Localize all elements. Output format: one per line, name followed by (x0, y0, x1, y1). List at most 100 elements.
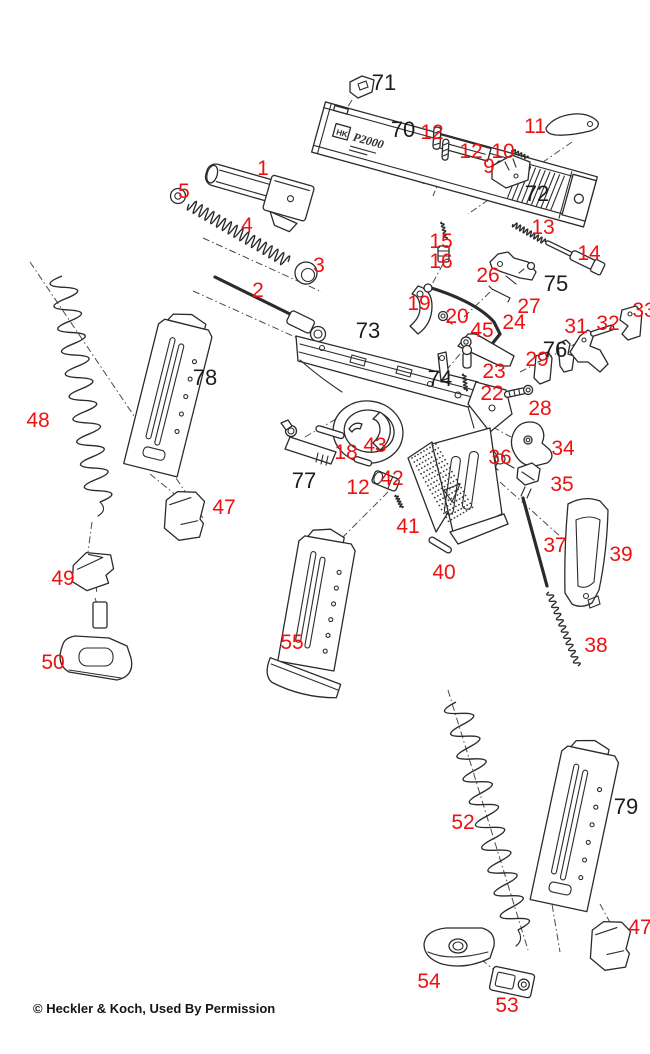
part-5-washer (169, 187, 187, 205)
part-label-18-41: 18 (334, 441, 357, 464)
part-label-5-13: 5 (178, 180, 190, 203)
part-29-block (533, 351, 553, 385)
part-19-trigger (409, 285, 433, 335)
part-72-rear-sight (491, 154, 531, 189)
part-label-76-30: 76 (543, 337, 567, 362)
part-label-9-6: 9 (483, 155, 495, 178)
part-label-33-29: 33 (632, 299, 650, 322)
part-74-lever (437, 351, 450, 382)
part-label-23-24: 23 (482, 360, 505, 383)
part-33-plate (619, 305, 643, 341)
part-79-magazine-body (529, 739, 620, 913)
part-47-follower-upper (163, 491, 206, 541)
part-label-19-21: 19 (407, 292, 430, 315)
part-34-hammer (510, 421, 553, 467)
part-12-pin-c (353, 456, 373, 467)
copyright-text: © Heckler & Koch, Used By Permission (33, 1001, 276, 1016)
part-label-3-15: 3 (313, 254, 325, 277)
part-label-52-53: 52 (451, 811, 474, 834)
part-label-24-20: 24 (502, 311, 526, 334)
part-1-barrel (204, 163, 315, 233)
part-label-71-0: 71 (372, 70, 396, 95)
part-23-plunger (461, 344, 473, 369)
part-71-front-sight (349, 75, 375, 99)
part-78-magazine-body (123, 313, 213, 478)
slide-logo-marking: HK (335, 128, 349, 140)
part-label-4-14: 4 (241, 214, 253, 237)
part-label-53-57: 53 (495, 994, 518, 1017)
part-54-floorplate (423, 927, 495, 967)
part-label-50-51: 50 (41, 651, 64, 674)
part-label-10-5: 10 (491, 140, 514, 163)
part-label-72-7: 72 (525, 181, 549, 206)
part-14-firing-pin (545, 240, 606, 276)
part-label-41-45: 41 (396, 515, 419, 538)
part-label-31-27: 31 (564, 315, 587, 338)
part-label-26-17: 26 (476, 264, 499, 287)
part-41-spring (394, 494, 404, 509)
part-label-13-8: 13 (531, 216, 554, 239)
part-label-74-33: 74 (428, 366, 452, 391)
part-18-pin (315, 425, 345, 440)
part-55-magazine-complete (266, 528, 356, 699)
part-13-firing-pin-spring (511, 222, 547, 244)
part-label-45-23: 45 (470, 319, 493, 342)
part-12-pin-a (432, 126, 442, 150)
part-label-79-54: 79 (614, 794, 638, 819)
frame-trigger-blade (372, 411, 391, 451)
part-label-12-3: 12 (459, 140, 482, 163)
part-43-clip (348, 422, 363, 433)
part-38-hammer-spring (546, 591, 581, 667)
part-11-extractor (545, 113, 599, 136)
part-16-detent (437, 245, 450, 263)
part-37-hammer-strut (520, 486, 549, 588)
part-label-42-44: 42 (380, 467, 403, 490)
part-27-spring-wire (488, 285, 511, 303)
part-label-36-35: 36 (488, 446, 511, 469)
part-label-55-52: 55 (280, 631, 303, 654)
part-3-bushing (294, 261, 318, 285)
part-label-11-4: 11 (524, 115, 546, 138)
part-label-16-11: 16 (429, 250, 452, 273)
part-label-39-38: 39 (609, 543, 632, 566)
part-2-guide-rod (213, 275, 327, 343)
part-label-12-43: 12 (346, 476, 369, 499)
part-label-77-40: 77 (292, 468, 316, 493)
part-label-54-56: 54 (417, 970, 441, 993)
part-75-screw (518, 261, 536, 274)
part-label-35-36: 35 (550, 473, 573, 496)
part-label-48-47: 48 (26, 409, 49, 432)
part-24-trigger-bar (423, 283, 502, 354)
part-32-pin (590, 324, 615, 337)
part-4-recoil-spring (186, 200, 291, 266)
part-53-locking-plate (488, 965, 536, 999)
part-label-73-32: 73 (356, 318, 380, 343)
part-label-32-28: 32 (596, 312, 619, 335)
part-label-70-1: 70 (391, 117, 415, 142)
part-label-47-49: 47 (212, 496, 235, 519)
part-label-29-26: 29 (525, 348, 548, 371)
part-label-28-31: 28 (528, 397, 551, 420)
part-label-22-25: 22 (480, 382, 503, 405)
part-label-27-19: 27 (517, 295, 540, 318)
part-label-75-18: 75 (544, 271, 568, 296)
part-label-43-42: 43 (363, 434, 386, 457)
part-label-15-10: 15 (429, 230, 452, 253)
part-31-lever (569, 329, 609, 373)
part-73-frame (295, 335, 513, 545)
part-label-1-12: 1 (257, 157, 269, 180)
part-77-slide-release (280, 419, 337, 466)
part-label-78-48: 78 (193, 365, 217, 390)
part-20-pin (437, 310, 453, 325)
part-label-12-2: 12 (420, 121, 443, 144)
part-70-slide: HK P2000 (311, 101, 598, 228)
part-12-pin-b (441, 138, 450, 161)
part-label-49-50: 49 (51, 567, 74, 590)
part-15-spring (440, 221, 448, 240)
part-36-torsion-spring (492, 449, 515, 471)
part-48-magazine-spring (49, 275, 113, 517)
part-10-spring (511, 148, 529, 160)
